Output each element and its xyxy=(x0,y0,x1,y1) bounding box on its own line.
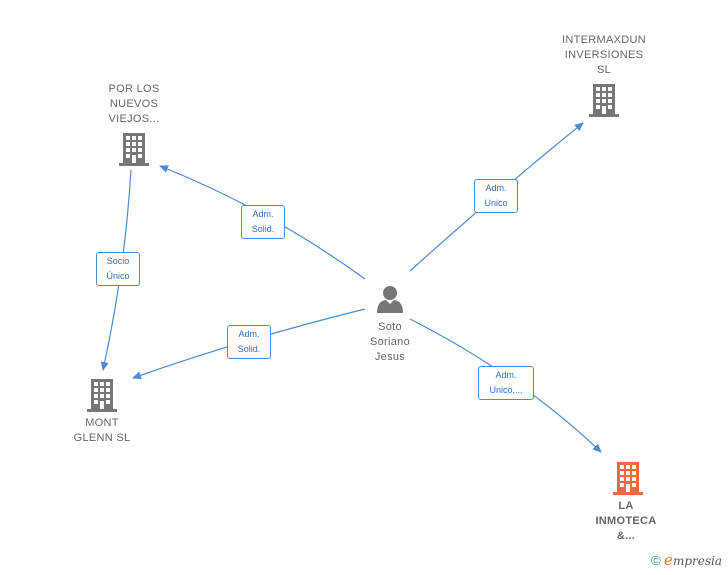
node-label-mont-glenn[interactable]: MONT GLENN SL xyxy=(73,417,131,444)
building-icon-la-inmoteca[interactable] xyxy=(613,462,643,495)
edge-label-adm-solid-2: Adm. Solid. xyxy=(227,325,271,359)
building-icon-mont-glenn[interactable] xyxy=(87,379,117,412)
node-label-intermaxdun[interactable]: INTERMAXDUN INVERSIONES SL xyxy=(562,34,646,76)
copyright-symbol: © xyxy=(651,553,661,568)
node-label-person[interactable]: Soto Soriano Jesus xyxy=(369,321,410,363)
edge-label-adm-unico-2: Adm. Unico,... xyxy=(478,366,534,400)
edge-label-socio-unico: Socio Único xyxy=(96,252,140,286)
brand-logo-text: mpresia xyxy=(672,554,722,568)
node-label-la-inmoteca[interactable]: LA INMOTECA &... xyxy=(595,500,657,542)
edge-label-adm-solid-1: Adm. Solid. xyxy=(241,205,285,239)
person-icon[interactable] xyxy=(377,286,403,313)
brand-logo-initial: e xyxy=(664,551,673,569)
edge-label-adm-unico-1: Adm. Unico xyxy=(474,179,518,213)
node-label-por-los-nuevos[interactable]: POR LOS NUEVOS VIEJOS... xyxy=(108,83,160,125)
building-icon-por-los-nuevos[interactable] xyxy=(119,133,149,166)
brand-watermark: © empresia xyxy=(651,551,722,569)
building-icon-intermaxdun[interactable] xyxy=(589,84,619,117)
